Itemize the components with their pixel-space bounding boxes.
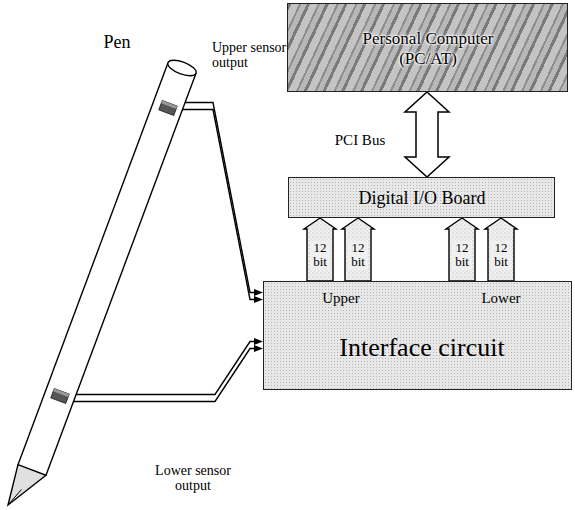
bus-arrow: [405, 92, 449, 177]
io-board-box: Digital I/O Board: [288, 177, 555, 218]
bit-width-label: 12 bit: [452, 241, 472, 270]
bit-width-label: 12 bit: [348, 241, 368, 270]
pen-name: Pen: [104, 32, 131, 53]
signal-label: Upper sensor output: [212, 40, 304, 71]
data-arrow: [304, 218, 336, 281]
pen-tip-line: [8, 490, 21, 505]
circuit-name: Interface circuit: [339, 333, 504, 363]
pen-top: [166, 57, 198, 79]
data-arrow: [446, 218, 478, 281]
pen-tip: [8, 465, 46, 505]
pen-illustration: Pen: [0, 20, 205, 510]
bus-label: PCI Bus: [310, 132, 410, 149]
sensor: [51, 389, 69, 404]
port-label: Lower: [481, 290, 520, 307]
port-label: Upper: [322, 290, 360, 307]
signal-label: Lower sensor output: [143, 463, 243, 494]
sensor: [159, 101, 177, 116]
computer-box: Personal Computer (PC/AT): [287, 3, 568, 92]
pen-barrel: [18, 63, 196, 476]
signal-wire: [176, 103, 263, 304]
bit-width-label: 12 bit: [491, 241, 511, 270]
pen-drawing: [0, 20, 205, 510]
data-arrow: [485, 218, 517, 281]
signal-wire: [68, 338, 263, 402]
pen-outline: [18, 63, 168, 465]
interface-circuit-box: Upper LowerInterface circuit: [263, 281, 572, 390]
data-arrow: [342, 218, 374, 281]
pen-outline: [46, 73, 196, 475]
bit-width-label: 12 bit: [310, 241, 330, 270]
computer-name: Personal Computer (PC/AT): [353, 29, 503, 68]
board-name: Digital I/O Board: [359, 188, 486, 209]
